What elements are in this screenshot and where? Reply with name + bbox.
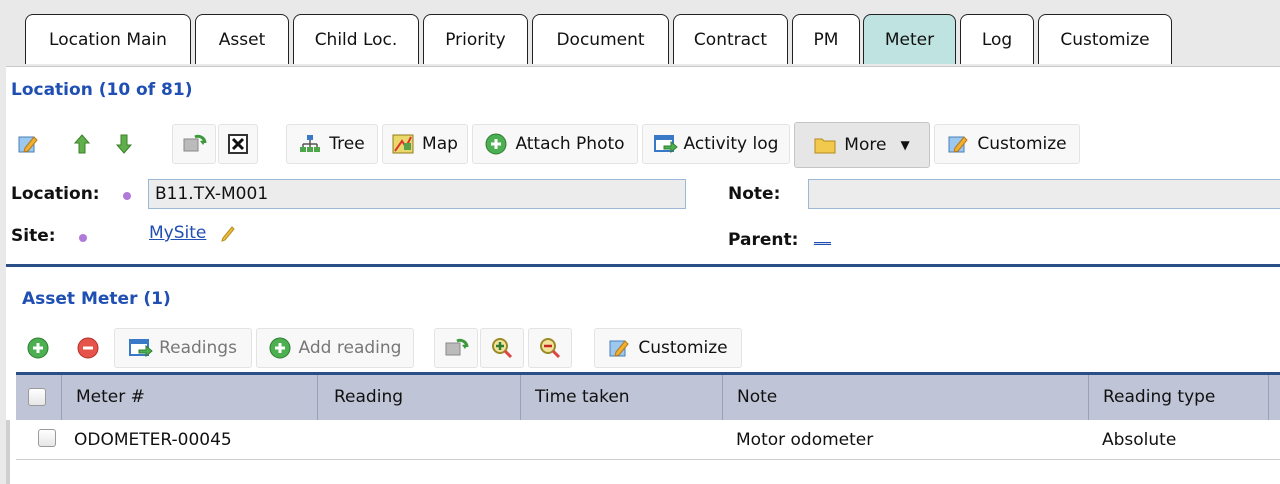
remove-button[interactable] (66, 328, 110, 368)
refresh-icon (183, 133, 207, 155)
site-field-label: Site: (11, 226, 56, 246)
parent-field-label: Parent: (728, 230, 799, 250)
zoom-out-icon (539, 337, 561, 359)
tab-priority[interactable]: Priority (423, 14, 528, 64)
tab-contract[interactable]: Contract (673, 14, 788, 64)
note-field-label: Note: (728, 184, 781, 204)
refresh-icon (445, 337, 469, 359)
zoom-in-icon (491, 337, 513, 359)
column-note[interactable]: Note (723, 375, 1089, 420)
caret-down-icon: ▼ (900, 138, 910, 152)
parent-link[interactable]: __ (814, 226, 831, 246)
select-all-cell (16, 375, 62, 420)
attach-photo-label: Attach Photo (515, 134, 625, 154)
more-label: More (844, 135, 887, 155)
tab-strip: Location Main Asset Child Loc. Priority … (6, 0, 1280, 67)
zoom-in-button[interactable] (480, 328, 524, 368)
tab-child-loc[interactable]: Child Loc. (293, 14, 419, 64)
add-circle-icon (485, 133, 507, 155)
tab-location-main[interactable]: Location Main (25, 14, 191, 64)
add-reading-label: Add reading (298, 338, 402, 358)
refresh-button[interactable] (172, 124, 216, 164)
map-icon (392, 133, 414, 155)
move-down-button[interactable] (104, 124, 144, 164)
arrow-up-icon (71, 133, 93, 155)
customize-grid-label: Customize (638, 338, 728, 358)
cell-note: Motor odometer (736, 430, 874, 450)
activity-log-label: Activity log (683, 134, 779, 154)
tree-icon (299, 133, 321, 155)
add-reading-button[interactable]: Add reading (256, 328, 414, 368)
note-field[interactable] (808, 179, 1280, 209)
customize-label: Customize (977, 134, 1067, 154)
tab-asset[interactable]: Asset (195, 14, 289, 64)
refresh-button[interactable] (434, 328, 478, 368)
location-field[interactable]: B11.TX-M001 (148, 179, 686, 209)
edit-icon (17, 133, 39, 155)
map-button[interactable]: Map (382, 124, 468, 164)
grid-edge (6, 420, 10, 484)
customize-grid-button[interactable]: Customize (594, 328, 742, 368)
cell-reading-type: Absolute (1102, 430, 1177, 450)
readings-label: Readings (159, 338, 237, 358)
tab-document[interactable]: Document (532, 14, 669, 64)
required-dot (79, 234, 87, 242)
remove-circle-icon (77, 337, 99, 359)
activity-log-button[interactable]: Activity log (642, 124, 790, 164)
edit-button[interactable] (6, 124, 50, 164)
close-icon (227, 133, 249, 155)
section-divider (6, 264, 1280, 267)
grid-header: Meter # Reading Time taken Note Reading … (16, 372, 1280, 420)
folder-icon (814, 134, 836, 156)
column-time-taken[interactable]: Time taken (521, 375, 723, 420)
customize-button[interactable]: Customize (934, 124, 1080, 164)
app-frame: Location Main Asset Child Loc. Priority … (6, 0, 1280, 484)
row-checkbox[interactable] (38, 429, 56, 447)
site-link[interactable]: MySite (149, 223, 207, 243)
add-circle-icon (27, 337, 49, 359)
close-button[interactable] (218, 124, 258, 164)
table-row[interactable]: ODOMETER-00045 Motor odometer Absolute (16, 420, 1280, 460)
more-dropdown[interactable]: More ▼ (794, 122, 930, 168)
add-button[interactable] (16, 328, 60, 368)
customize-icon (608, 337, 630, 359)
tab-meter[interactable]: Meter (863, 14, 956, 64)
activity-log-icon (653, 133, 678, 155)
readings-button[interactable]: Readings (114, 328, 252, 368)
location-title: Location (10 of 81) (11, 80, 193, 100)
select-all-checkbox[interactable] (28, 388, 46, 406)
customize-icon (947, 133, 969, 155)
attach-photo-button[interactable]: Attach Photo (472, 124, 638, 164)
readings-icon (129, 337, 153, 359)
pencil-icon[interactable] (220, 224, 236, 246)
tab-customize[interactable]: Customize (1038, 14, 1172, 64)
tree-label: Tree (329, 134, 365, 154)
tab-log[interactable]: Log (960, 14, 1034, 64)
move-up-button[interactable] (62, 124, 102, 164)
tab-pm[interactable]: PM (792, 14, 860, 64)
arrow-down-icon (113, 133, 135, 155)
cell-meter: ODOMETER-00045 (74, 430, 232, 450)
map-label: Map (422, 134, 458, 154)
tree-button[interactable]: Tree (286, 124, 378, 164)
add-circle-icon (269, 337, 291, 359)
column-reading-type[interactable]: Reading type (1089, 375, 1269, 420)
zoom-out-button[interactable] (528, 328, 572, 368)
column-reading[interactable]: Reading (318, 375, 521, 420)
required-dot (123, 192, 131, 200)
asset-meter-title: Asset Meter (1) (22, 289, 171, 309)
column-meter[interactable]: Meter # (62, 375, 318, 420)
location-field-label: Location: (11, 184, 100, 204)
